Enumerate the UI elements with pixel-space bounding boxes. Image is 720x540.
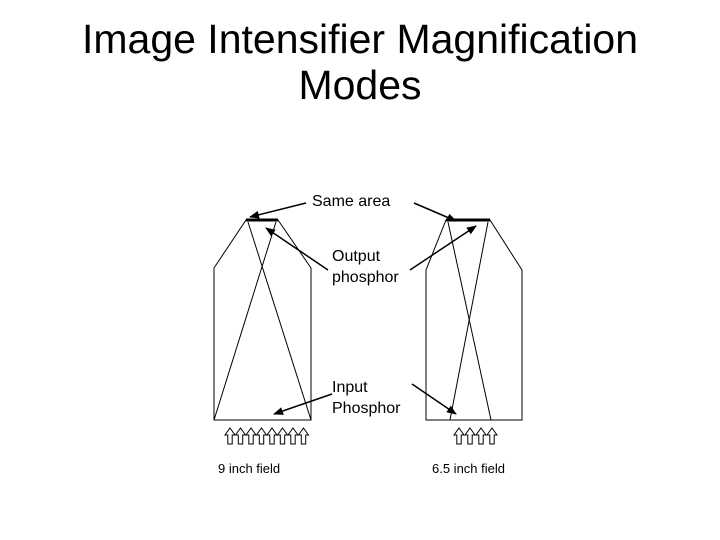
right-ray-2	[449, 221, 489, 421]
left-ray-1	[247, 221, 312, 421]
output-phosphor-line-2: phosphor	[332, 269, 399, 286]
input-phosphor-label: Input Phosphor	[332, 377, 401, 419]
right-field-arrows	[453, 427, 498, 445]
xray-arrow-icon	[453, 427, 465, 445]
same-area-arrow-right	[413, 202, 457, 222]
title-line-1: Image Intensifier Magnification	[81, 16, 639, 62]
left-field-arrows	[224, 427, 310, 445]
same-area-label: Same area	[312, 191, 391, 212]
same-area-arrow-left	[249, 202, 307, 219]
xray-arrow-icon	[464, 427, 476, 445]
input-phosphor-line-2: Phosphor	[332, 400, 401, 417]
same-area-text: Same area	[312, 193, 391, 210]
input-phosphor-line-1: Input	[332, 379, 368, 396]
title-line-2: Modes	[298, 62, 422, 108]
input-phosphor-arrow-left	[273, 393, 333, 415]
xray-arrow-icon	[475, 427, 487, 445]
xray-arrow-icon	[234, 427, 247, 445]
xray-arrow-icon	[486, 427, 498, 445]
page-title: Image Intensifier Magnification Modes	[0, 16, 720, 108]
xray-arrow-icon	[287, 427, 299, 445]
xray-arrow-icon	[297, 427, 310, 445]
left-intensifier-tube	[213, 218, 312, 421]
right-field-label: 6.5 inch field	[432, 461, 505, 476]
xray-arrow-icon	[266, 427, 278, 445]
output-phosphor-label: Output phosphor	[332, 246, 399, 288]
pointer-arrows	[249, 202, 477, 415]
output-phosphor-arrow-right	[409, 225, 477, 271]
left-field-label: 9 inch field	[218, 461, 281, 476]
xray-arrow-icon	[276, 427, 289, 445]
left-ray-2	[213, 221, 277, 421]
xray-arrow-icon	[255, 427, 268, 445]
output-phosphor-line-1: Output	[332, 248, 381, 265]
left-tube-outline	[213, 219, 312, 421]
xray-arrow-icon	[245, 427, 257, 445]
output-phosphor-arrow-left	[265, 227, 329, 271]
xray-arrow-icon	[224, 427, 236, 445]
input-phosphor-arrow-right	[411, 383, 457, 415]
